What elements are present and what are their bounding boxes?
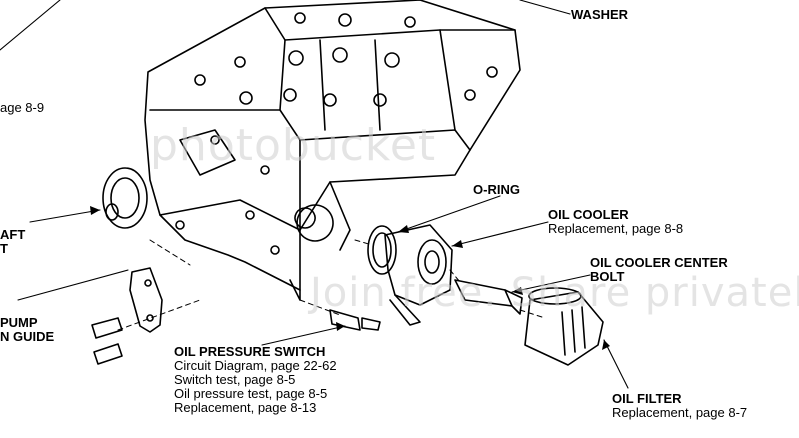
label-pump-line2: N GUIDE (0, 329, 55, 344)
label-pump-line1: PUMP (0, 315, 38, 330)
leader-lines (0, 0, 629, 389)
watermark-tagline: Join free. Share privately. (310, 270, 799, 316)
crankshaft-sprocket-illustration (102, 129, 236, 229)
oil-cooler-illustration (367, 224, 453, 326)
guide-lines (117, 239, 546, 331)
label-crankshaft-sprocket: AFT T (0, 228, 25, 256)
label-o-ring: O-RING (473, 182, 520, 197)
arrowheads (90, 206, 610, 350)
center-bolt-title-line2: BOLT (590, 269, 625, 284)
oil-cooler-line: Replacement, page 8-8 (548, 221, 684, 236)
pressure-switch-line: Circuit Diagram, page 22-62 (174, 358, 337, 373)
oil-filter-line: Replacement, page 8-7 (612, 405, 748, 420)
oil-filter-illustration (524, 287, 604, 366)
center-bolt-illustration (454, 279, 523, 315)
oil-cooler-title: OIL COOLER (548, 207, 629, 222)
label-oil-cooler: OIL COOLER Replacement, page 8-8 (548, 208, 683, 236)
label-oil-cooler-center-bolt: OIL COOLER CENTER BOLT (590, 256, 728, 284)
pressure-switch-illustration (329, 309, 381, 331)
label-page-8-9: age 8-9 (0, 100, 45, 115)
label-washer: WASHER (571, 7, 629, 22)
label-oil-pressure-switch: OIL PRESSURE SWITCH Circuit Diagram, pag… (174, 345, 337, 415)
watermark-logo: photobucket (150, 120, 437, 171)
pressure-switch-line: Oil pressure test, page 8-5 (174, 386, 328, 401)
pressure-switch-title: OIL PRESSURE SWITCH (174, 344, 326, 359)
oil-filter-title: OIL FILTER (612, 391, 682, 406)
pressure-switch-line: Switch test, page 8-5 (174, 372, 296, 387)
pressure-switch-line: Replacement, page 8-13 (174, 400, 317, 415)
label-aft-line2: T (0, 241, 8, 256)
label-aft-line1: AFT (0, 227, 26, 242)
label-oil-pump-chain-guide: PUMP N GUIDE (0, 316, 54, 344)
center-bolt-title-line1: OIL COOLER CENTER (590, 255, 728, 270)
label-oil-filter: OIL FILTER Replacement, page 8-7 (612, 392, 747, 420)
chain-guide-illustration (91, 267, 163, 365)
